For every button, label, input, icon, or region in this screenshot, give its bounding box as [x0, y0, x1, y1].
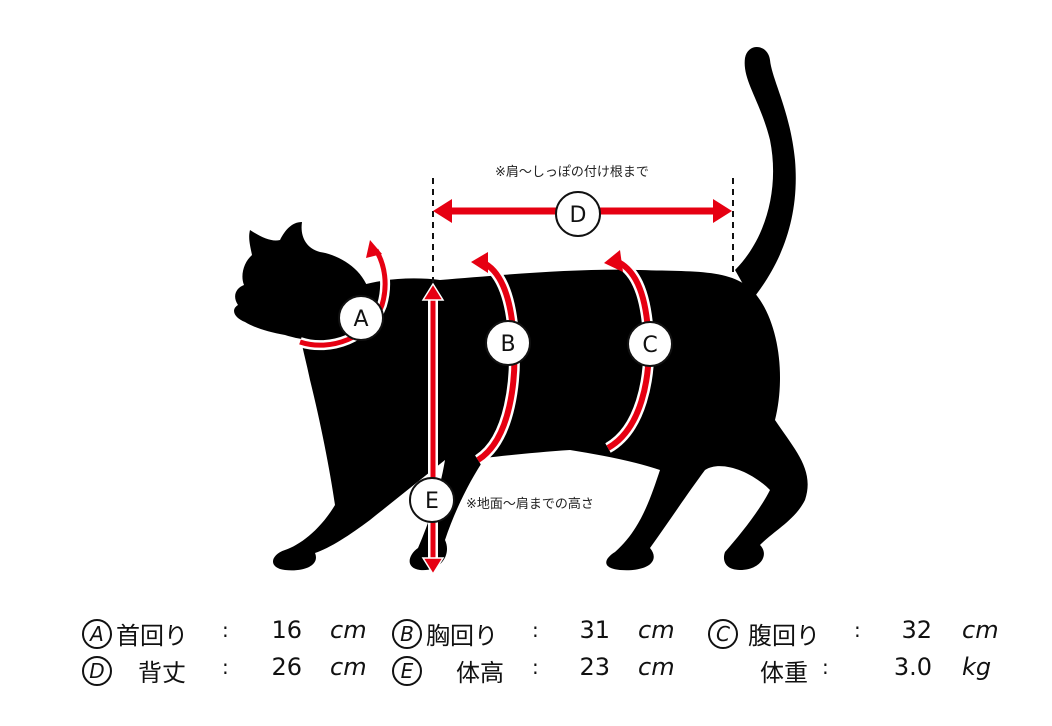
colon: : [854, 618, 861, 642]
measurement-b-value: 31 [579, 616, 610, 644]
measurement-e-label: 体高 [456, 659, 504, 687]
measurement-b-marker: B [392, 618, 422, 649]
marker-d: D [555, 191, 601, 237]
marker-c: C [627, 321, 673, 367]
measurement-a: A 首回り [82, 616, 188, 651]
marker-b-label: B [500, 332, 515, 357]
marker-e: E [409, 477, 455, 523]
measurement-e-unit: cm [638, 653, 675, 681]
measurement-table: A 首回り : 16 cm B 胸回り : 31 cm C 腹回り : 32 c… [0, 610, 1052, 720]
measurement-d: D 背丈 [82, 653, 186, 688]
measurement-weight: 体重 [756, 653, 808, 688]
marker-a-label: A [353, 307, 368, 332]
marker-b: B [485, 320, 531, 366]
marker-a: A [338, 295, 384, 341]
measurement-d-unit: cm [330, 653, 367, 681]
measurement-weight-label: 体重 [760, 659, 808, 687]
marker-c-label: C [642, 333, 657, 358]
marker-e-label: E [425, 489, 439, 514]
measurement-d-label: 背丈 [138, 659, 186, 687]
measurement-e-value: 23 [579, 653, 610, 681]
measurement-b: B 胸回り [392, 616, 498, 651]
measurement-weight-value: 3.0 [893, 653, 932, 681]
measurement-weight-unit: kg [962, 653, 992, 681]
colon: : [222, 618, 229, 642]
measurement-b-unit: cm [638, 616, 675, 644]
colon: : [532, 618, 539, 642]
measurement-e-marker: E [392, 655, 422, 686]
colon: : [222, 655, 229, 679]
measurement-a-value: 16 [271, 616, 302, 644]
measurement-a-unit: cm [330, 616, 367, 644]
measurement-b-label: 胸回り [426, 622, 498, 650]
note-e: ※地面〜肩までの高さ [466, 497, 594, 512]
note-d: ※肩〜しっぽの付け根まで [495, 165, 649, 180]
measurement-d-value: 26 [271, 653, 302, 681]
measurement-c-unit: cm [962, 616, 999, 644]
cat-measurement-diagram: A B C D E [234, 46, 808, 576]
measurement-c-value: 32 [901, 616, 932, 644]
cat-silhouette [234, 46, 808, 571]
measurement-a-label: 首回り [116, 622, 188, 650]
measurement-e: E 体高 [392, 653, 504, 688]
marker-d-label: D [570, 203, 587, 228]
measurement-c-marker: C [708, 618, 738, 649]
measurement-c: C 腹回り [708, 616, 820, 651]
measurement-a-marker: A [82, 618, 112, 649]
measurement-c-label: 腹回り [748, 622, 820, 650]
measurement-d-marker: D [82, 655, 112, 686]
colon: : [822, 655, 829, 679]
colon: : [532, 655, 539, 679]
